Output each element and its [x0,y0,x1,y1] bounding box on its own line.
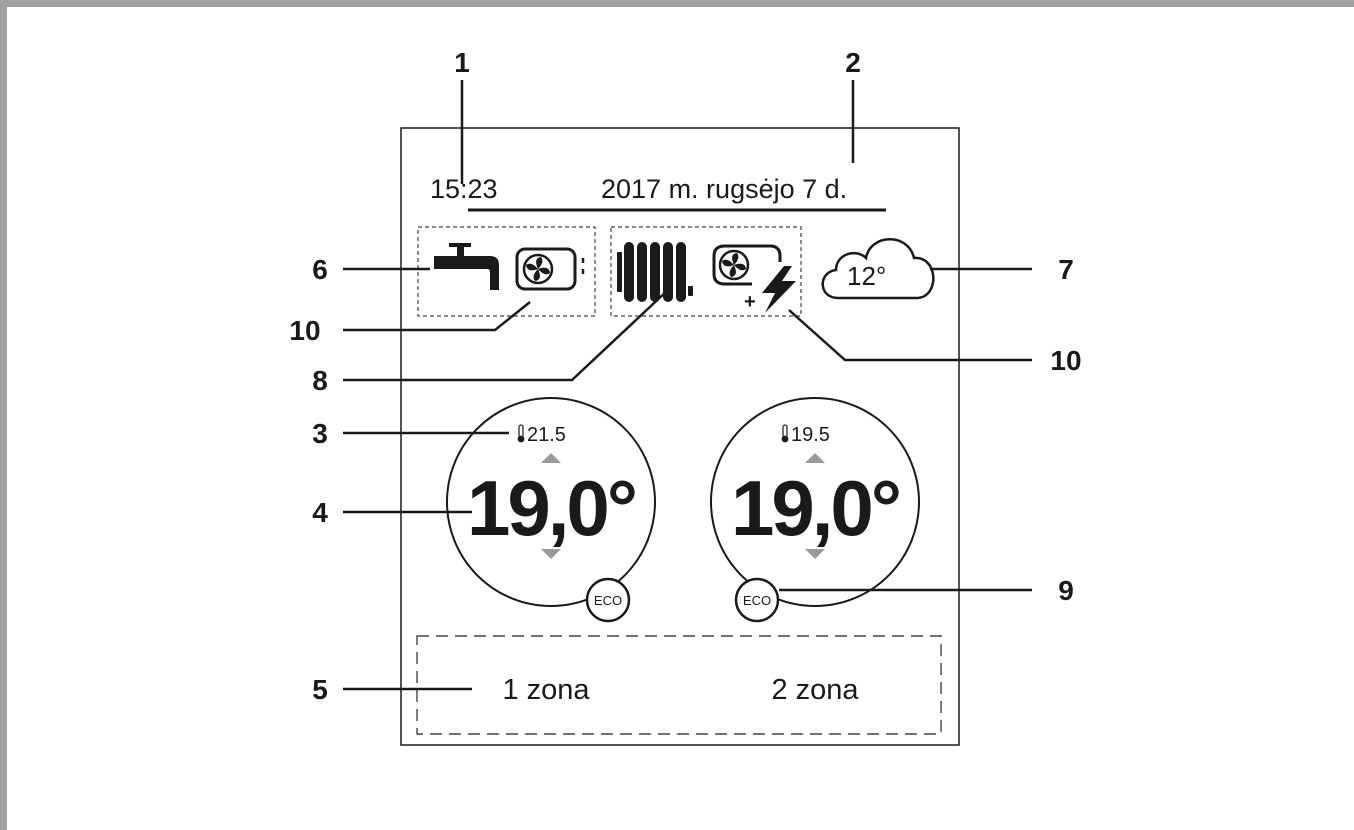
callout-10-right: 10 [1050,345,1081,376]
callout-1: 1 [454,47,470,78]
radiator-icon[interactable] [617,242,693,302]
zone-1-measured-temp: 21.5 [527,424,566,446]
arrow-up-icon[interactable] [805,453,825,463]
zone-1-eco-button[interactable] [585,577,631,623]
callout-6: 6 [312,254,328,285]
arrow-down-icon[interactable] [541,549,561,559]
zone-tabs-group [416,635,942,735]
zone-2-eco-label: ECO [743,593,771,608]
hot-water-group [417,226,596,317]
tap-icon[interactable] [434,243,499,290]
outdoor-temp: 12° [847,261,886,291]
leader-line-8 [343,289,669,382]
zone-1-eco-label: ECO [594,593,622,608]
heating-group [610,226,802,317]
arrow-down-icon[interactable] [805,549,825,559]
thermometer-icon [517,424,525,443]
heat-pump-icon[interactable] [515,247,585,291]
date-text[interactable]: 2017 m. rugsėjo 7 d. [601,174,847,204]
zone-2-measured-temp: 19.5 [791,424,830,446]
callout-7: 7 [1058,254,1074,285]
zone-2-dial[interactable] [710,397,920,607]
leader-line-10-left [343,301,531,332]
zone-1-tab[interactable]: 1 zona [502,674,590,706]
lightning-icon [762,266,796,313]
leader-line-10-right [788,309,1032,362]
callout-5: 5 [312,674,328,705]
cloud-icon[interactable] [821,238,935,300]
callout-3: 3 [312,418,328,449]
device-screen [400,127,960,746]
callout-10-left: 10 [289,315,320,346]
callout-9: 9 [1058,575,1074,606]
callout-8: 8 [312,365,328,396]
plus-sign: + [744,291,756,313]
zone-1-setpoint: 19,0° [467,464,635,552]
clock-time[interactable]: 15:23 [430,174,498,204]
callout-2: 2 [845,47,861,78]
zone-2-eco-button[interactable] [734,577,780,623]
zone-1-dial[interactable] [446,397,656,607]
thermometer-icon [781,424,789,443]
callout-4: 4 [312,497,328,528]
zone-2-setpoint: 19,0° [731,464,899,552]
zone-2-tab[interactable]: 2 zona [771,674,859,706]
heat-pump-icon[interactable] [712,244,782,286]
arrow-up-icon[interactable] [541,453,561,463]
